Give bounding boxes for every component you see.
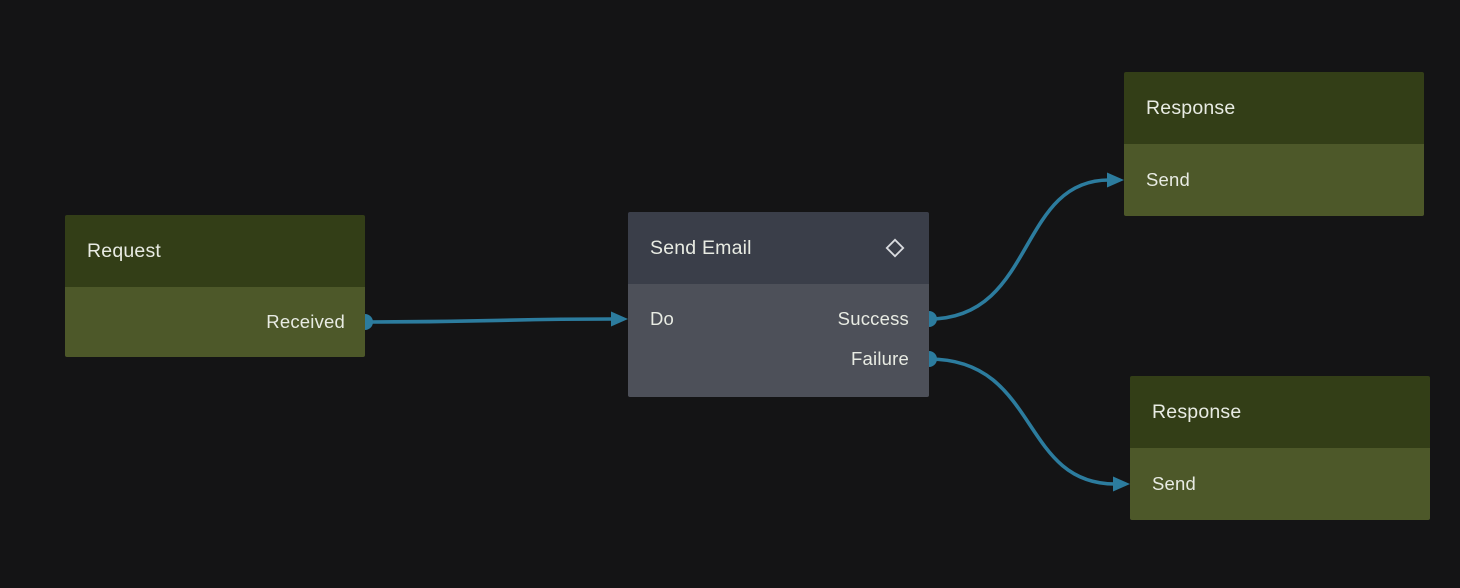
port-label: Send: [1146, 169, 1191, 190]
edge-send-email.failure-to-response-failure.send[interactable]: [927, 357, 1117, 486]
port-send[interactable]: Send: [1130, 448, 1430, 520]
port-label: Send: [1152, 473, 1197, 494]
node-response-success-header: Response: [1124, 72, 1424, 144]
node-request-header: Request: [65, 215, 365, 287]
port-success[interactable]: Success: [779, 299, 930, 339]
node-title: Response: [1152, 400, 1242, 423]
node-request[interactable]: Request Received: [65, 215, 365, 357]
port-do[interactable]: Do: [628, 299, 779, 339]
port-label: Received: [266, 311, 345, 332]
node-response-success-body: Send: [1124, 144, 1424, 216]
edge-arrowhead: [1107, 172, 1124, 188]
port-label: Failure: [851, 348, 909, 369]
edge-send-email.success-to-response-success.send[interactable]: [927, 178, 1111, 321]
port-label: Do: [650, 308, 675, 329]
spacer: [628, 339, 779, 379]
node-response-failure[interactable]: Response Send: [1130, 376, 1430, 520]
node-title: Send Email: [650, 236, 752, 259]
edge-request.received-to-send-email.do[interactable]: [363, 317, 615, 324]
node-title: Request: [87, 239, 162, 262]
edge-arrowhead: [1113, 476, 1130, 492]
edge-arrowhead: [611, 311, 628, 327]
port-send[interactable]: Send: [1124, 144, 1424, 216]
node-send-email-body: Do Success Failure: [628, 284, 929, 397]
port-label: Success: [837, 308, 909, 329]
node-response-failure-header: Response: [1130, 376, 1430, 448]
port-failure[interactable]: Failure: [779, 339, 930, 379]
node-request-body: Received: [65, 287, 365, 357]
diamond-icon: [883, 236, 907, 260]
node-title: Response: [1146, 96, 1236, 119]
node-send-email-header: Send Email: [628, 212, 929, 284]
node-response-success[interactable]: Response Send: [1124, 72, 1424, 216]
node-response-failure-body: Send: [1130, 448, 1430, 520]
port-received[interactable]: Received: [65, 287, 365, 357]
node-send-email[interactable]: Send Email Do Success Failure: [628, 212, 929, 397]
